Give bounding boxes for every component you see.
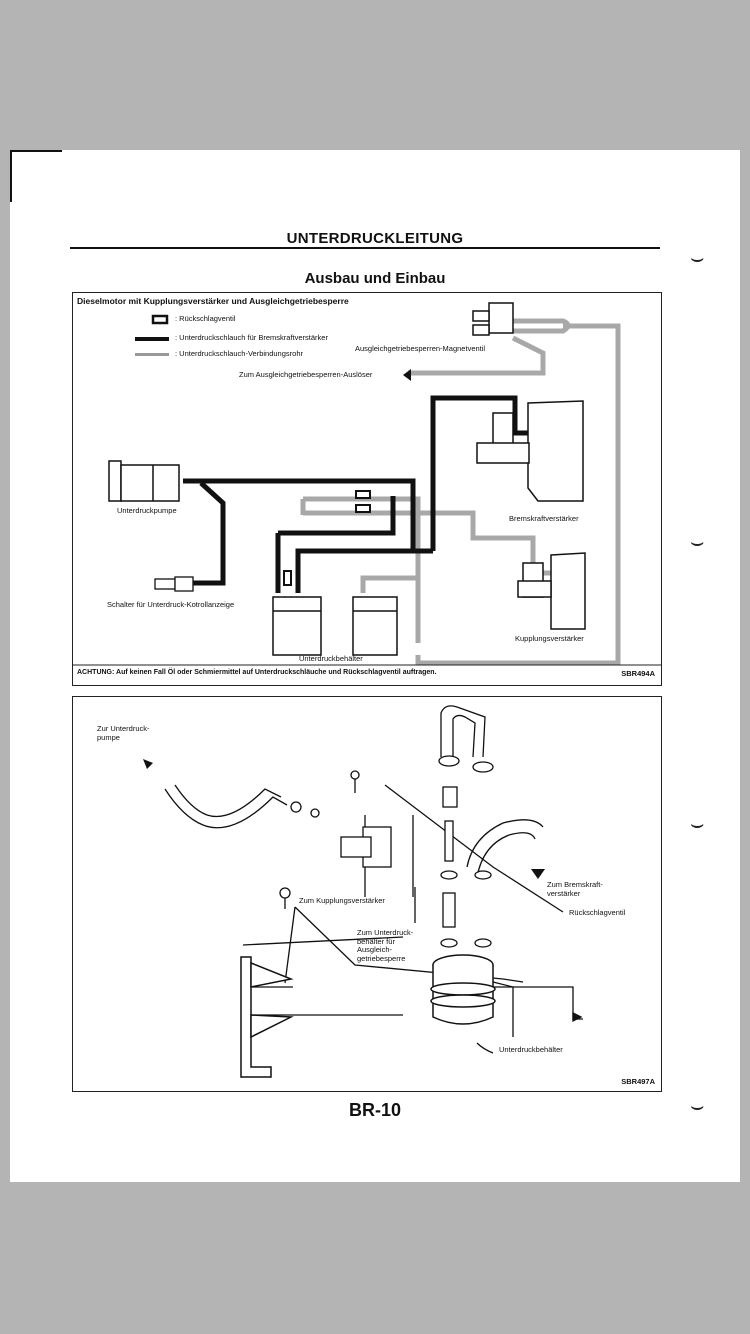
- legend-thin-hose-symbol: [135, 353, 169, 356]
- label-zum-behaelter-ausgleich: Zum Unterdruck- behälter für Ausgleich- …: [357, 928, 414, 963]
- exploded-view-svg: [143, 705, 583, 1078]
- figure-caption: Dieselmotor mit Kupplungsverstärker und …: [77, 296, 349, 306]
- exploded-view-diagram: Zur Unterdruck- pumpe Zum Kupplungsverst…: [72, 696, 662, 1092]
- legend-thick-hose-text: : Unterdruckschlauch für Bremskraftverst…: [175, 333, 328, 342]
- margin-tick-mark: ⌣: [690, 1094, 705, 1119]
- connectors: [290, 755, 494, 948]
- bolts: [279, 770, 583, 1023]
- thick-hose-routes: [183, 395, 528, 593]
- hoses-and-lines: [164, 705, 583, 1054]
- margin-tick-mark: ⌣: [690, 246, 705, 271]
- figure-code: SBR497A: [621, 1077, 655, 1086]
- figure-code: SBR494A: [621, 669, 655, 678]
- label-magnetventil: Ausgleichgetriebesperren-Magnetventil: [355, 344, 486, 353]
- label-behaelter: Unterdruckbehälter: [299, 654, 363, 663]
- label-zum-bremskraftverstaerker: Zum Bremskraft- verstärker: [547, 880, 603, 898]
- margin-tick-mark: ⌣: [690, 812, 705, 837]
- label-bremskraft: Bremskraftverstärker: [509, 514, 579, 523]
- page-corner-mark-vertical: [10, 150, 12, 202]
- thin-hose-routes: [300, 318, 621, 666]
- page-header-title: UNTERDRUCKLEITUNG: [286, 230, 464, 247]
- clutch-booster: [517, 552, 586, 630]
- label-zum-kupplungsverstaerker: Zum Kupplungsverstärker: [299, 896, 385, 905]
- arrow-to-pump: [143, 759, 153, 769]
- legend-thick-hose-symbol: [135, 337, 169, 341]
- check-valve-lower: [355, 504, 371, 513]
- arrow-to-brake-booster: [531, 869, 545, 879]
- check-valve-upper: [355, 490, 371, 499]
- vacuum-pump: [108, 460, 180, 502]
- section-title: Ausbau und Einbau: [304, 270, 446, 287]
- vacuum-tank: [430, 954, 496, 1025]
- label-unterdruckbehaelter: Unterdruckbehälter: [499, 1045, 563, 1054]
- label-ausloeser: Zum Ausgleichgetriebesperren-Auslöser: [239, 370, 373, 379]
- brake-booster: [476, 400, 584, 502]
- legend-check-valve-symbol: [151, 314, 169, 325]
- label-zur-pumpe: Zur Unterdruck- pumpe: [97, 724, 150, 742]
- page-corner-mark: [10, 150, 62, 152]
- vacuum-routing-diagram: Dieselmotor mit Kupplungsverstärker und …: [72, 292, 662, 686]
- label-rueckschlagventil: Rückschlagventil: [569, 908, 626, 917]
- solenoid-valve: [472, 302, 514, 336]
- label-kupplung: Kupplungsverstärker: [515, 634, 584, 643]
- check-valve-vertical: [283, 570, 292, 586]
- auslöser-arrow: [403, 369, 411, 381]
- warning-text: ACHTUNG: Auf keinen Fall Öl oder Schmier…: [77, 669, 437, 676]
- mounting-bracket: [240, 956, 294, 1078]
- legend-thin-hose-text: : Unterdruckschlauch-Verbindungsrohr: [175, 349, 303, 358]
- routing-diagram-svg: [73, 302, 661, 666]
- manual-page: UNTERDRUCKLEITUNG Ausbau und Einbau: [10, 150, 740, 1182]
- vacuum-tanks: [272, 596, 398, 656]
- header-rule: [70, 247, 660, 249]
- label-schalter: Schalter für Unterdruck-Kotrollanzeige: [107, 600, 235, 609]
- vacuum-switch: [154, 576, 194, 592]
- margin-tick-mark: ⌣: [690, 530, 705, 555]
- page-number: BR-10: [348, 1100, 401, 1120]
- legend-check-valve-text: : Rückschlagventil: [175, 314, 236, 323]
- label-pumpe: Unterdruckpumpe: [117, 506, 177, 515]
